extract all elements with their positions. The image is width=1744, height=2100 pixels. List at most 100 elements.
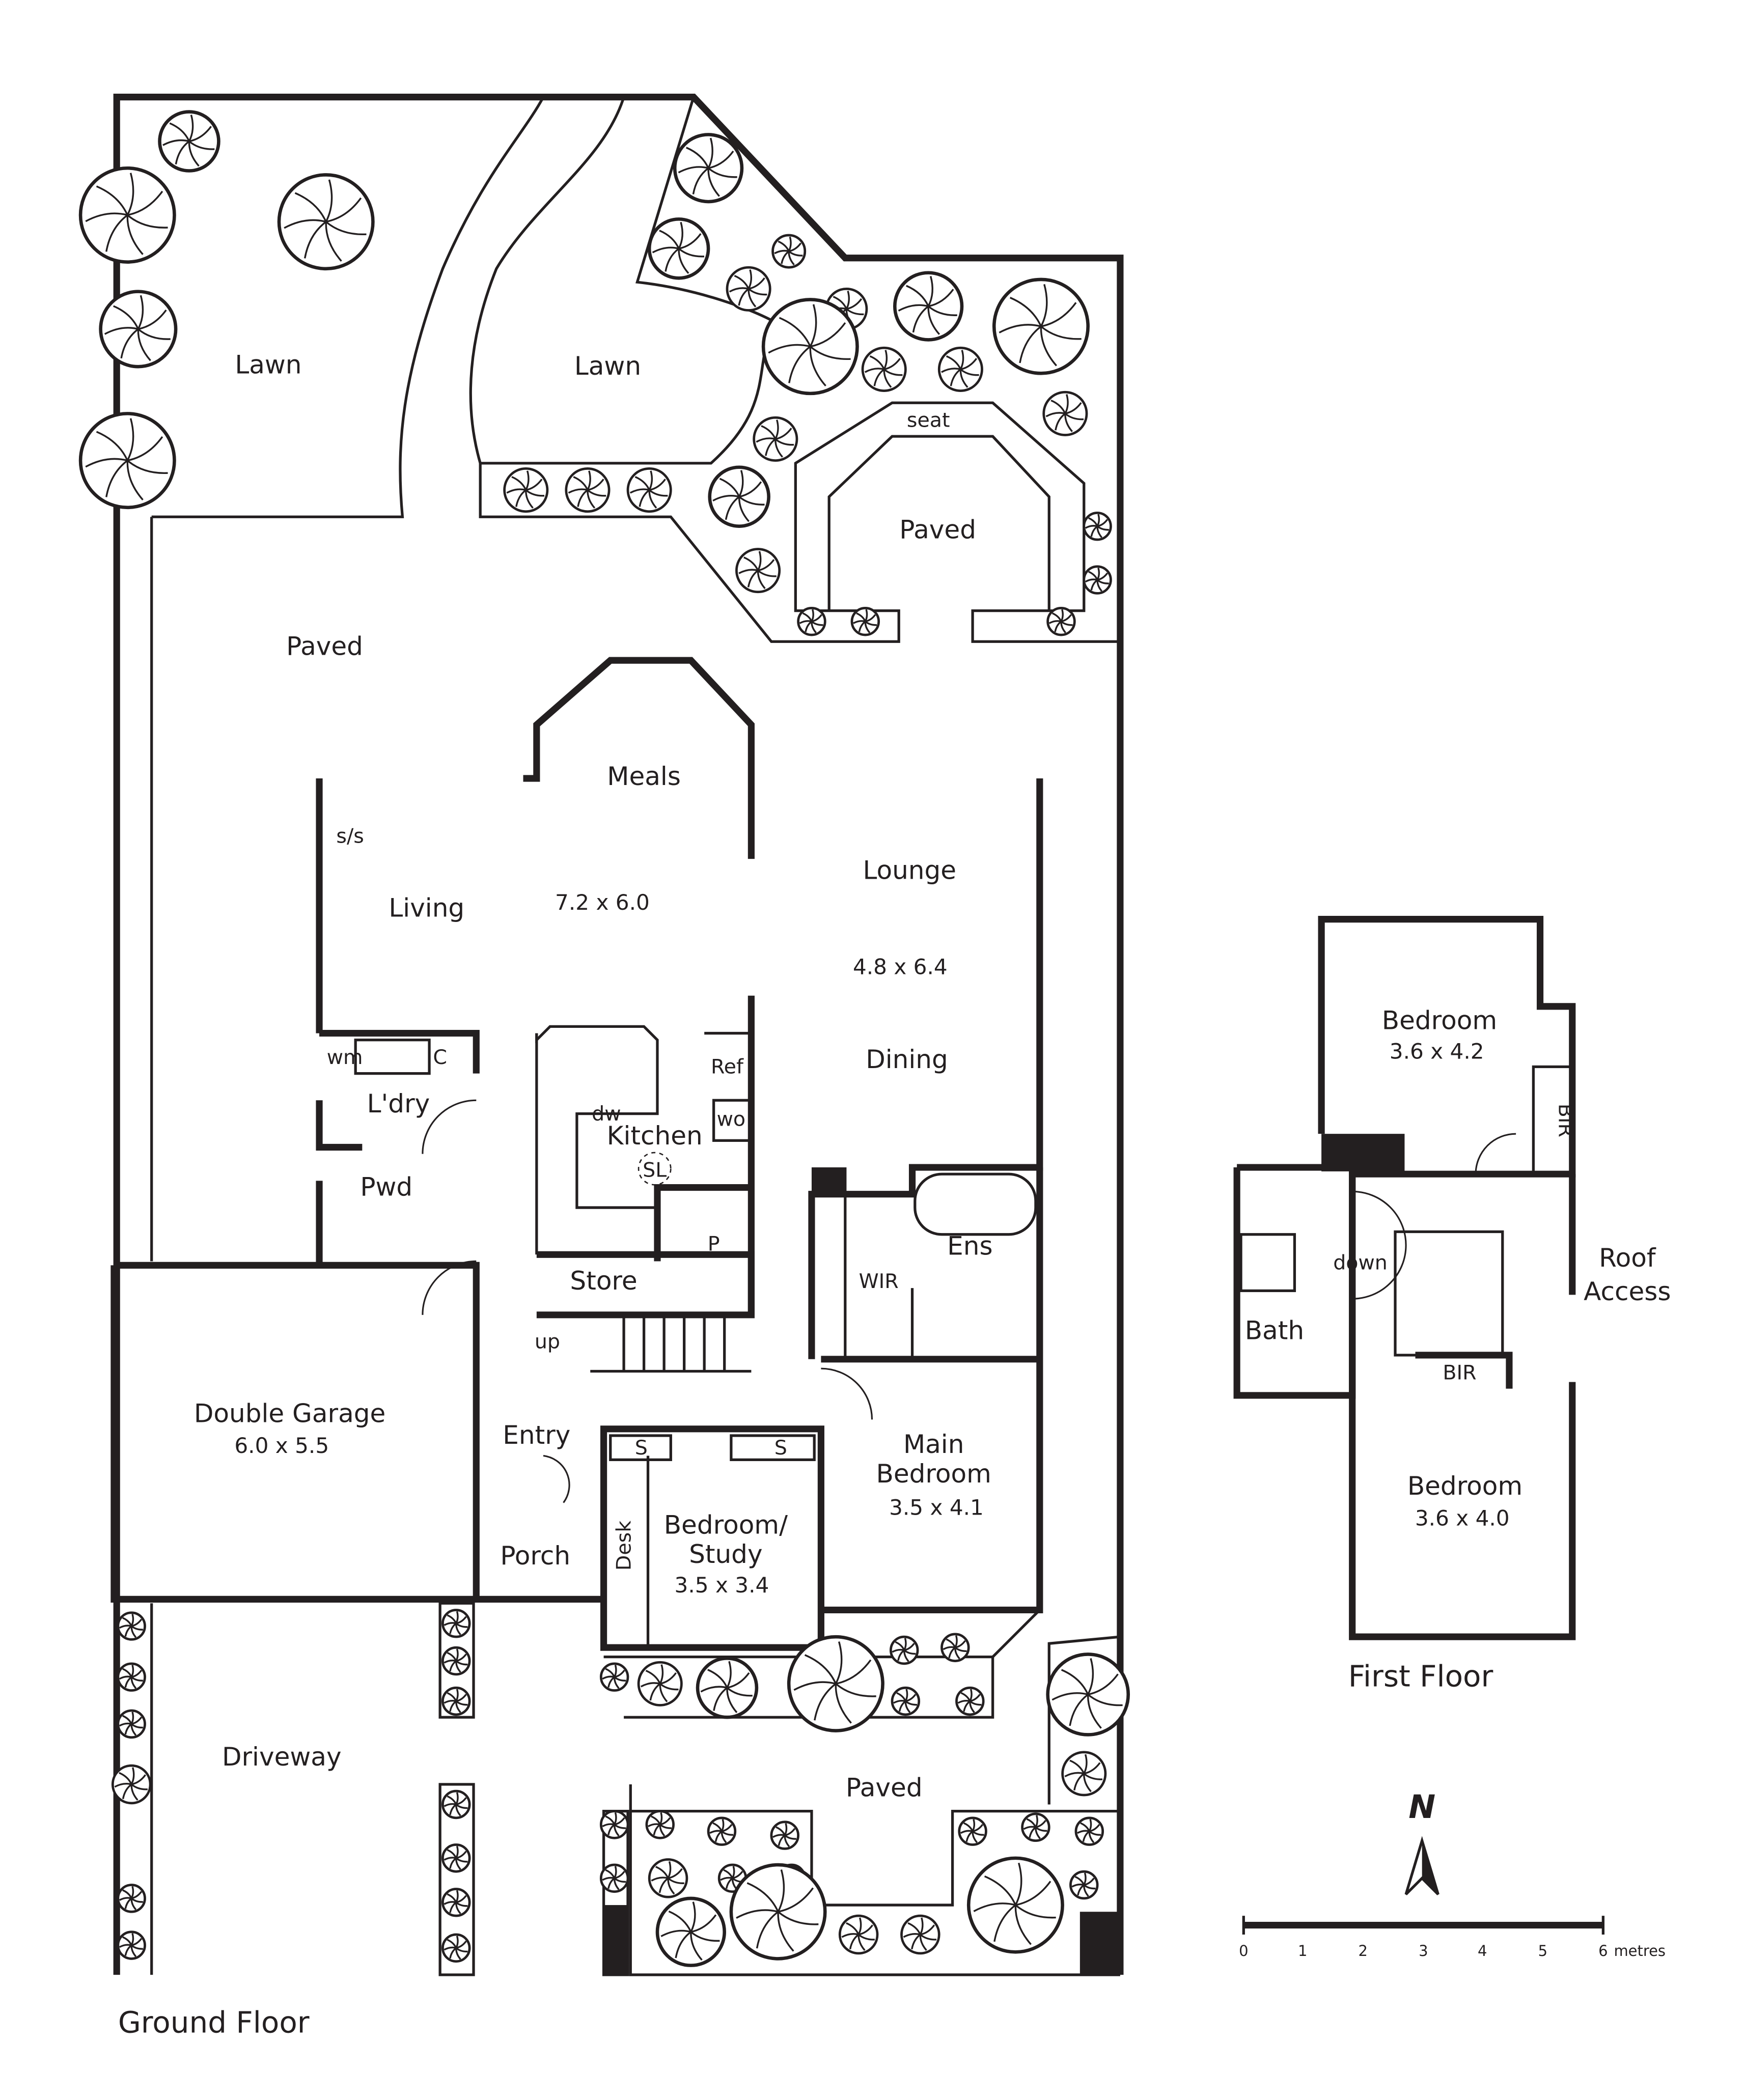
scale-bar bbox=[1242, 1916, 1604, 1935]
tree-branch bbox=[573, 476, 589, 491]
tree-branch bbox=[692, 167, 709, 194]
tree-branch bbox=[303, 221, 327, 259]
label-main-bedroom-dim: 3.5 x 4.1 bbox=[889, 1495, 984, 1520]
tree-branch bbox=[726, 1688, 738, 1713]
tree-branch bbox=[707, 168, 720, 197]
label-ensuite: Ens bbox=[947, 1231, 992, 1261]
tree-branch bbox=[707, 137, 713, 169]
scale-tick: 4 bbox=[1478, 1942, 1487, 1959]
tree-branch bbox=[960, 358, 978, 371]
tree-branch bbox=[774, 439, 783, 458]
scale-unit: metres bbox=[1614, 1942, 1666, 1959]
tree-branch bbox=[950, 369, 961, 386]
trees bbox=[78, 110, 1130, 1967]
tree-branch bbox=[126, 215, 144, 255]
tree-branch bbox=[858, 1934, 875, 1941]
tree-branch bbox=[456, 1616, 467, 1625]
tree-branch bbox=[765, 438, 776, 456]
tree-branch bbox=[1055, 413, 1066, 431]
tree-branch bbox=[757, 551, 762, 571]
tree-branch bbox=[738, 569, 758, 574]
tree-branch bbox=[189, 126, 212, 143]
tree-branch bbox=[778, 240, 790, 252]
tree-branch bbox=[525, 479, 543, 491]
tree-branch bbox=[700, 1686, 728, 1693]
label-garage-dim: 6.0 x 5.5 bbox=[234, 1433, 329, 1458]
tree-branch bbox=[131, 1669, 143, 1678]
tree-branch bbox=[85, 458, 128, 468]
north-arrow bbox=[1404, 1836, 1440, 1895]
tree-branch bbox=[810, 322, 846, 348]
tree-branch bbox=[1041, 302, 1077, 327]
label-paved: Paved bbox=[846, 1773, 923, 1803]
tree-branch bbox=[1015, 1904, 1056, 1919]
tree-branch bbox=[1097, 519, 1109, 527]
stairs bbox=[590, 1314, 752, 1373]
tree-branch bbox=[727, 1672, 750, 1689]
tree-branch bbox=[748, 288, 767, 296]
tree-branch bbox=[788, 346, 811, 383]
tree-branch bbox=[1051, 1692, 1089, 1701]
tree-branch bbox=[325, 179, 333, 222]
label-wo: wo bbox=[717, 1107, 745, 1131]
tree-branch bbox=[788, 242, 802, 253]
scale-tick: 6 bbox=[1598, 1942, 1608, 1959]
tree-branch bbox=[114, 1782, 132, 1788]
tree-branch bbox=[736, 1909, 779, 1919]
tree-branch bbox=[738, 288, 750, 306]
tree-branch bbox=[667, 1878, 684, 1884]
tree-branch bbox=[845, 290, 850, 310]
label-lounge: Lounge bbox=[863, 856, 956, 885]
tree-branch bbox=[873, 369, 885, 386]
tree-branch bbox=[651, 1877, 669, 1882]
tree-branch bbox=[690, 1901, 696, 1933]
tree-branch bbox=[131, 1618, 143, 1627]
label-dining: Dining bbox=[866, 1045, 948, 1074]
garden-beds bbox=[438, 1602, 1121, 1976]
tree-branch bbox=[678, 247, 705, 258]
tree-branch bbox=[1035, 1819, 1046, 1828]
tree-branch bbox=[756, 437, 776, 443]
tree-branch bbox=[804, 1654, 837, 1685]
tree-branch bbox=[1097, 572, 1109, 581]
label-study: Study bbox=[689, 1539, 763, 1569]
tree-branch bbox=[525, 490, 534, 509]
tree-branch bbox=[122, 1783, 132, 1800]
label-pantry: P bbox=[708, 1232, 720, 1255]
label-shelf: S bbox=[774, 1436, 787, 1460]
tree-branch bbox=[665, 247, 680, 272]
tree-branch bbox=[835, 1683, 876, 1697]
label-paved: Paved bbox=[899, 515, 976, 544]
tree-branch bbox=[912, 305, 929, 333]
tree-branch bbox=[587, 490, 596, 509]
tree-branch bbox=[747, 570, 759, 587]
tree-branch bbox=[793, 1681, 836, 1691]
tree-branch bbox=[719, 478, 740, 497]
tree-branch bbox=[927, 306, 940, 335]
tree-branch bbox=[959, 369, 968, 388]
tree-branch bbox=[708, 150, 734, 169]
tree-branch bbox=[907, 1922, 921, 1935]
tree-branch bbox=[587, 489, 606, 497]
tree-branch bbox=[833, 296, 848, 310]
tree-branch bbox=[126, 460, 144, 500]
tree-branch bbox=[774, 249, 789, 255]
scale-tick: 0 bbox=[1239, 1942, 1248, 1959]
tree-branch bbox=[1014, 1862, 1022, 1906]
label-living-dim: 7.2 x 6.0 bbox=[555, 890, 650, 915]
label-lounge-dim: 4.8 x 6.4 bbox=[853, 955, 948, 979]
tree-branch bbox=[659, 1664, 664, 1685]
tree-branch bbox=[126, 173, 134, 216]
tree-branch bbox=[869, 355, 885, 370]
tree-branch bbox=[325, 221, 367, 236]
tree-branch bbox=[690, 1914, 717, 1933]
tree-branch bbox=[690, 1931, 703, 1961]
label-study-dim: 3.5 x 3.4 bbox=[675, 1573, 769, 1598]
tree-branch bbox=[858, 1924, 873, 1936]
tree-branch bbox=[1065, 402, 1082, 415]
tree-branch bbox=[325, 197, 362, 223]
label-wm: wm bbox=[327, 1046, 363, 1069]
tree-branch bbox=[639, 489, 650, 507]
tree-branch bbox=[113, 305, 139, 330]
tree-branch bbox=[1064, 413, 1073, 432]
